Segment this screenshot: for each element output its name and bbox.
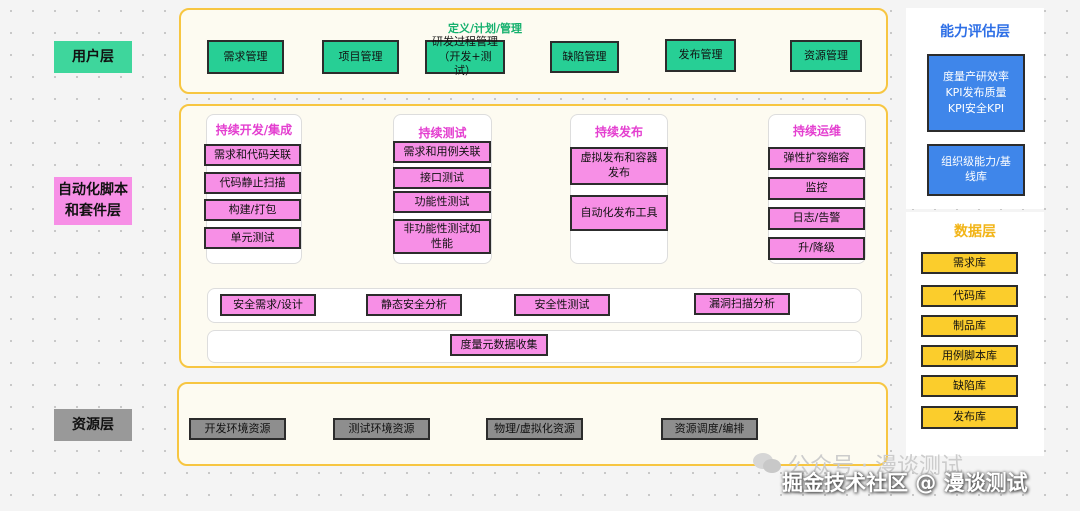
continuous-release-title: 持续发布 xyxy=(594,124,643,139)
wechat-icon xyxy=(752,452,782,474)
capability-layer-title: 能力评估层 xyxy=(940,24,1010,40)
defect-management-box: 缺陷管理 xyxy=(550,41,619,73)
continuous-testing-title: 持续测试 xyxy=(418,125,467,140)
artifact-library-box: 制品库 xyxy=(921,315,1018,337)
dev-environment-resource-box: 开发环境资源 xyxy=(189,418,286,440)
non-functional-test-box: 非功能性测试如性能 xyxy=(393,219,491,254)
continuous-release-card xyxy=(570,114,668,264)
baseline-library-box: 组织级能力/基线库 xyxy=(927,144,1025,196)
vulnerability-scan-box: 漏洞扫描分析 xyxy=(694,293,790,315)
user-panel-title: 定义/计划/管理 xyxy=(447,22,523,35)
user-layer-panel xyxy=(179,8,888,94)
upgrade-downgrade-box: 升/降级 xyxy=(768,237,865,260)
metrics-collection-box: 度量元数据收集 xyxy=(450,334,548,356)
security-requirement-design-box: 安全需求/设计 xyxy=(220,294,316,316)
static-security-analysis-box: 静态安全分析 xyxy=(366,294,462,316)
wechat-watermark: 公众号 · 漫谈测试 xyxy=(788,454,963,479)
unit-test-box: 单元测试 xyxy=(204,227,301,249)
requirement-management-box: 需求管理 xyxy=(207,40,284,74)
test-script-library-box: 用例脚本库 xyxy=(921,345,1018,367)
resource-management-box: 资源管理 xyxy=(790,40,862,72)
monitoring-box: 监控 xyxy=(768,177,865,200)
logging-alerting-box: 日志/告警 xyxy=(768,207,865,230)
code-library-box: 代码库 xyxy=(921,285,1018,307)
elastic-scaling-box: 弹性扩容缩容 xyxy=(768,147,865,170)
functional-test-box: 功能性测试 xyxy=(393,191,491,213)
data-layer-title: 数据层 xyxy=(954,224,996,240)
juejin-watermark: 掘金技术社区 @ 漫谈测试 xyxy=(782,471,1028,495)
automation-layer-label: 自动化脚本和套件层 xyxy=(54,177,132,225)
rd-process-management-box: 研发过程管理（开发+测试） xyxy=(425,35,505,77)
requirement-code-link-box: 需求和代码关联 xyxy=(204,144,301,166)
security-test-box: 安全性测试 xyxy=(514,294,610,316)
project-management-box: 项目管理 xyxy=(322,40,399,74)
release-library-box: 发布库 xyxy=(921,406,1018,429)
resource-layer-label: 资源层 xyxy=(54,409,132,441)
release-management-box: 发布管理 xyxy=(665,39,736,72)
virtual-container-release-box: 虚拟发布和容器发布 xyxy=(570,147,668,185)
kpi-metrics-box: 度量产研效率KPI发布质量KPI安全KPI xyxy=(927,54,1025,132)
resource-scheduling-box: 资源调度/编排 xyxy=(661,418,758,440)
requirement-library-box: 需求库 xyxy=(921,252,1018,274)
requirement-case-link-box: 需求和用例关联 xyxy=(393,141,491,163)
continuous-operations-title: 持续运维 xyxy=(792,123,841,138)
defect-library-box: 缺陷库 xyxy=(921,375,1018,397)
static-code-scan-box: 代码静止扫描 xyxy=(204,172,301,194)
user-layer-label: 用户层 xyxy=(54,41,132,73)
api-test-box: 接口测试 xyxy=(393,167,491,189)
physical-virtual-resource-box: 物理/虚拟化资源 xyxy=(486,418,583,440)
automated-release-tool-box: 自动化发布工具 xyxy=(570,195,668,231)
test-environment-resource-box: 测试环境资源 xyxy=(333,418,430,440)
continuous-integration-title: 持续开发/集成 xyxy=(215,122,293,137)
build-package-box: 构建/打包 xyxy=(204,199,301,221)
